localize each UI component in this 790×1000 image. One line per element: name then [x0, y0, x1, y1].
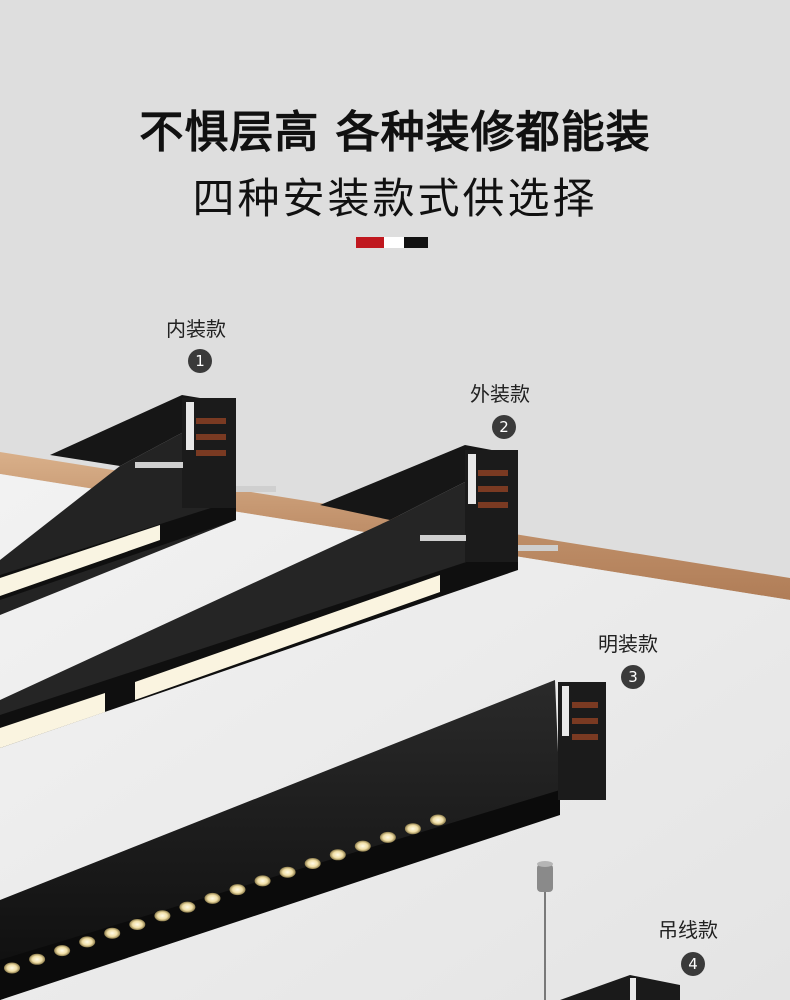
led-dot	[379, 831, 396, 843]
track-1-led-strip	[0, 525, 160, 596]
variant-number-1: 1	[188, 349, 212, 373]
led-dot	[129, 919, 146, 930]
track-1-profile-edge	[186, 402, 194, 450]
led-dot	[79, 936, 96, 948]
led-dot	[404, 823, 421, 835]
track-1-copper-3	[196, 450, 226, 456]
headline-line-2: 四种安装款式供选择	[192, 174, 598, 223]
track-2-copper-3	[478, 502, 508, 508]
track-2-copper-1	[478, 470, 508, 476]
suspension-holder-top	[537, 861, 553, 867]
led-dot	[229, 884, 246, 896]
led-dot	[54, 945, 71, 957]
track-2-led-strip-a	[135, 575, 440, 700]
led-dot	[304, 858, 321, 869]
led-dot	[104, 927, 121, 939]
variant-number-4: 4	[681, 952, 705, 976]
led-dot	[204, 892, 221, 904]
track-1-copper-1	[196, 418, 226, 424]
track-2-copper-2	[478, 486, 508, 492]
led-dot	[254, 875, 271, 887]
track-4-body	[560, 975, 680, 1000]
swatch-black	[404, 237, 428, 248]
track-1-flange	[236, 486, 276, 492]
track-2-flange	[518, 545, 558, 551]
variant-label-1: 内装款	[166, 317, 226, 341]
headline-line-1: 不惧层高 各种装修都能装	[139, 107, 651, 158]
track-3-copper-2	[572, 718, 598, 724]
led-dot	[179, 901, 196, 913]
variant-label-4: 吊线款	[658, 918, 718, 942]
track-3-copper-1	[572, 702, 598, 708]
variant-label-3: 明装款	[598, 632, 658, 656]
led-dot	[29, 953, 46, 965]
variant-number-3: 3	[621, 665, 645, 689]
track-3-profile-edge	[562, 686, 569, 736]
track-2-profile-edge	[468, 454, 476, 504]
variant-number-2: 2	[492, 415, 516, 439]
track-3-bottom	[0, 790, 560, 1000]
track-3-copper-3	[572, 734, 598, 740]
track-2-flange-left	[420, 535, 466, 541]
led-dot	[354, 840, 371, 852]
track-3-led-array	[4, 814, 446, 974]
track-4-profile-edge	[630, 978, 636, 1000]
track-2-led-strip-b	[0, 693, 105, 748]
suspension-holder	[537, 864, 553, 892]
led-dot	[4, 962, 20, 974]
led-dot	[430, 814, 446, 826]
variant-label-2: 外装款	[470, 382, 530, 406]
led-dot	[154, 910, 171, 922]
track-1-flange-left	[135, 462, 183, 468]
swatch-red	[356, 237, 384, 248]
swatch-white	[384, 237, 404, 248]
track-1-copper-2	[196, 434, 226, 440]
led-dot	[329, 849, 346, 861]
led-dot	[279, 866, 296, 878]
